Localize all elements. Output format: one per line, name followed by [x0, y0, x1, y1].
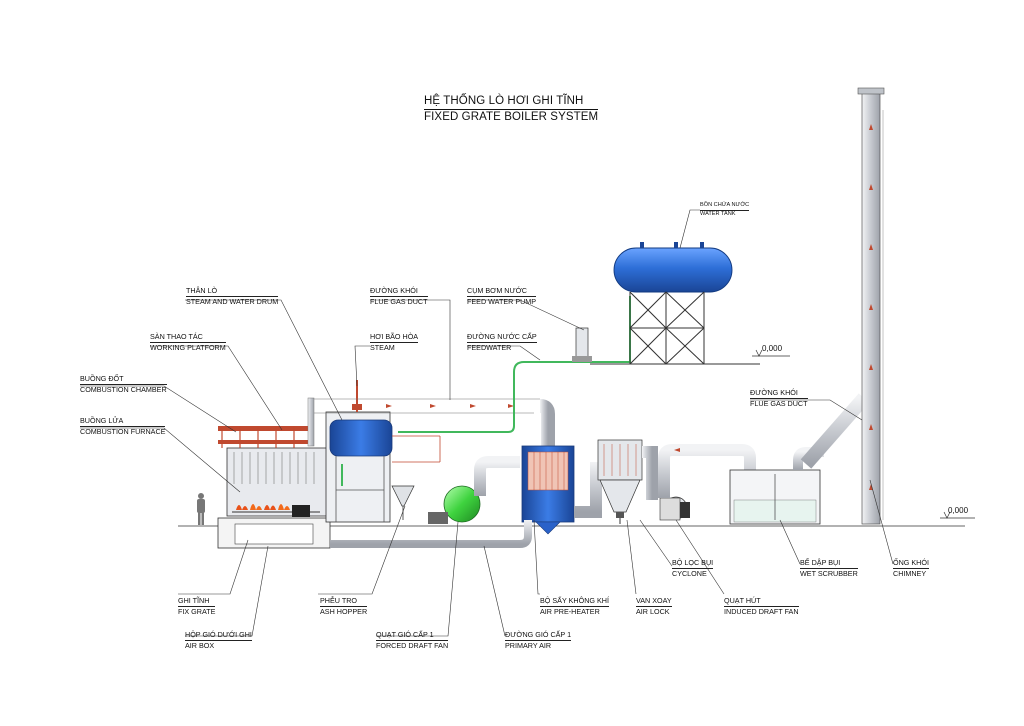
person-scale-figure	[197, 493, 205, 525]
label-steam-drum: THÂN LÒ STEAM AND WATER DRUM	[186, 286, 279, 306]
label-feedwater: ĐƯỜNG NƯỚC CẤP FEEDWATER	[467, 332, 537, 352]
label-flue-gas-duct-1: ĐƯỜNG KHÓI FLUE GAS DUCT	[370, 286, 428, 306]
cyclone	[597, 439, 643, 524]
level-marker-ground	[940, 511, 975, 519]
label-working-platform: SÀN THAO TÁC WORKING PLATFORM	[150, 332, 226, 352]
label-flue-gas-duct-2: ĐƯỜNG KHÓI FLUE GAS DUCT	[750, 388, 808, 408]
water-tank	[613, 242, 733, 293]
wet-scrubber	[729, 447, 824, 525]
label-combustion-chamber: BUỒNG ĐỐT COMBUSTION CHAMBER	[80, 374, 167, 394]
leader-lines	[80, 209, 894, 637]
label-ash-hopper: PHỄU TRO ASH HOPPER	[320, 596, 368, 616]
label-feed-water-pump: CỤM BƠM NƯỚC FEED WATER PUMP	[467, 286, 537, 306]
label-air-pre-heater: BỘ SẤY KHÔNG KHÍ AIR PRE-HEATER	[540, 596, 609, 616]
furnace-casing	[217, 447, 331, 549]
label-steam: HƠI BÃO HÒA STEAM	[370, 332, 419, 352]
label-fix-grate: GHI TĨNH FIX GRATE	[178, 596, 216, 616]
induced-draft-fan	[642, 446, 690, 521]
label-induced-draft-fan: QUẠT HÚT INDUCED DRAFT FAN	[724, 596, 799, 616]
diagram-title: HỆ THỐNG LÒ HƠI GHI TĨNH FIXED GRATE BOI…	[424, 94, 599, 124]
flue-gas-duct-lower	[658, 444, 756, 498]
label-air-box: HỘP GIÓ DƯỚI GHI AIR BOX	[185, 630, 252, 650]
combustion-flames	[232, 504, 320, 517]
label-water-tank: BỒN CHỨA NƯỚC WATER TANK	[700, 202, 750, 217]
level-ground: 0,000	[948, 506, 969, 515]
air-pre-heater	[521, 445, 575, 535]
label-combustion-furnace: BUỒNG LỬA COMBUSTION FURNACE	[80, 416, 166, 436]
tank-stand	[590, 291, 760, 365]
chimney	[857, 87, 885, 525]
forced-draft-fan	[428, 485, 481, 524]
label-chimney: ỐNG KHÓI CHIMNEY	[893, 558, 929, 578]
ash-hopper	[391, 485, 415, 520]
duct-to-chimney	[800, 393, 870, 469]
label-wet-scrubber: BỂ DẬP BỤI WET SCRUBBER	[800, 558, 858, 578]
feed-water-pump	[572, 327, 592, 362]
label-primary-air: ĐƯỜNG GIÓ CẤP 1 PRIMARY AIR	[505, 630, 572, 650]
working-platform	[218, 426, 310, 448]
duct-to-cyclone	[574, 462, 602, 518]
level-tank: 0,000	[762, 344, 783, 353]
title-en: FIXED GRATE BOILER SYSTEM	[424, 111, 599, 123]
label-air-lock: VAN XOAY AIR LOCK	[636, 596, 672, 616]
level-marker-tank	[752, 349, 790, 357]
title-vn: HỆ THỐNG LÒ HƠI GHI TĨNH	[424, 94, 599, 110]
flue-gas-duct-upper	[307, 397, 555, 447]
label-cyclone: BỘ LỌC BỤI CYCLONE	[672, 558, 714, 578]
label-forced-draft-fan: QUẠT GIÓ CẤP 1 FORCED DRAFT FAN	[376, 630, 449, 650]
primary-air-duct	[330, 456, 532, 548]
